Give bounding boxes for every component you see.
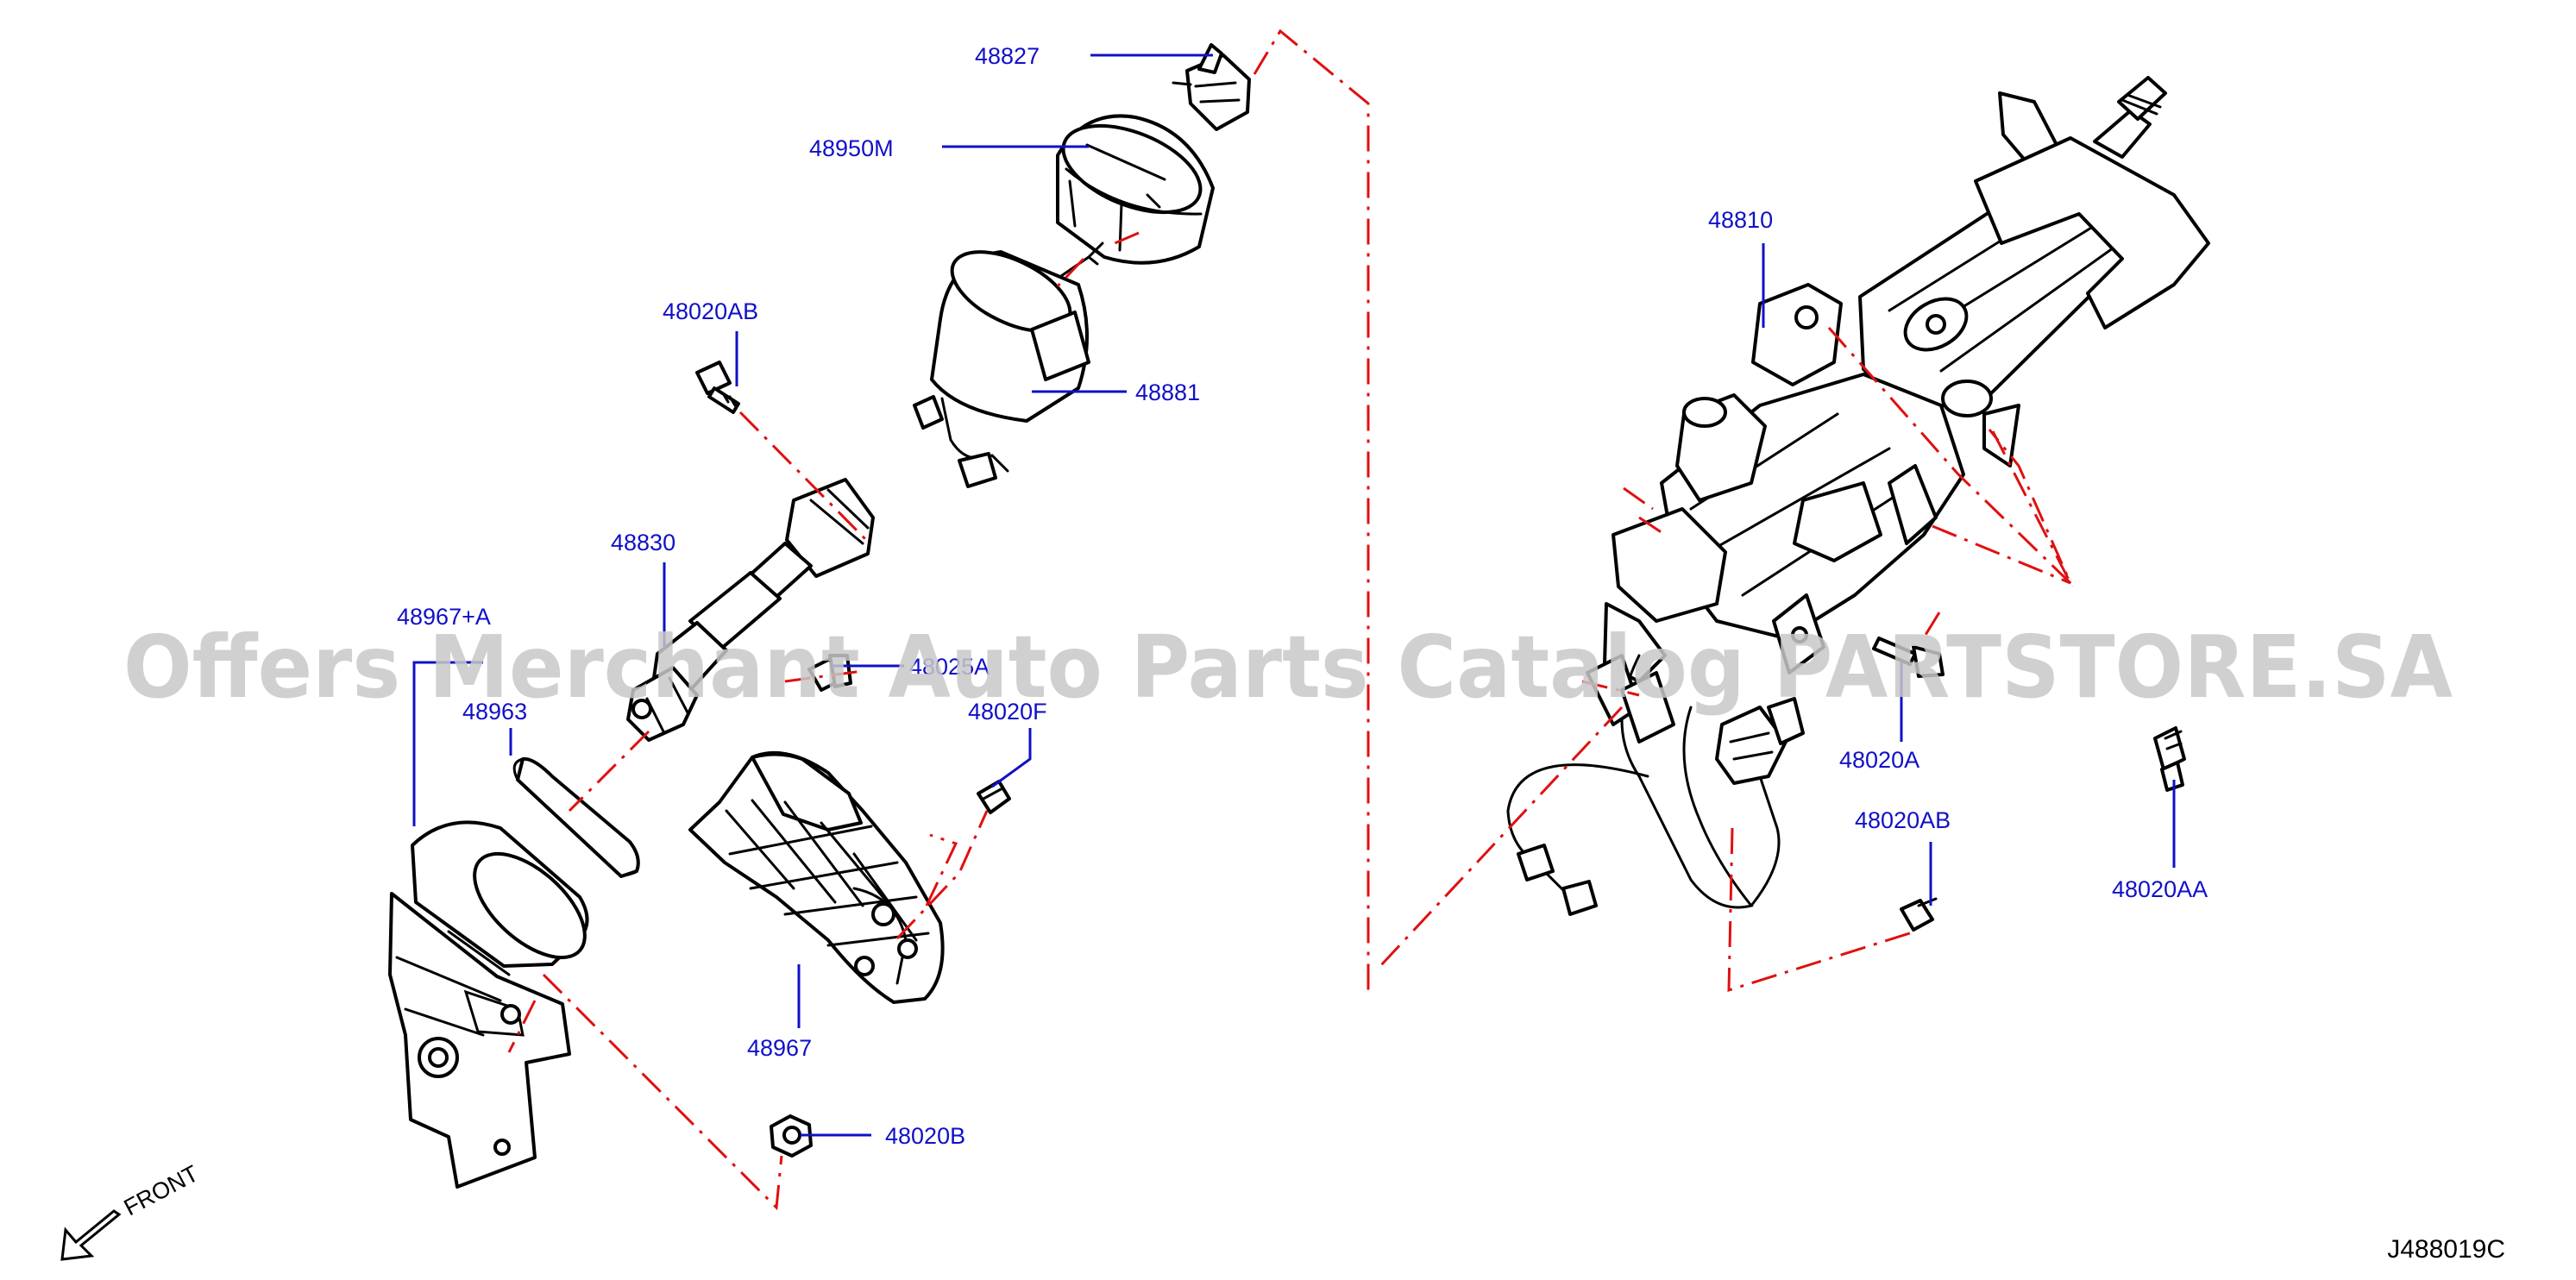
label-48025A: 48025A [909, 654, 990, 680]
part-48020B-nut [770, 1114, 813, 1158]
part-48020AB-bolt-right [1900, 897, 1938, 932]
part-48881-motor [913, 242, 1104, 488]
label-48020AB-right: 48020AB [1855, 807, 1951, 833]
label-48827: 48827 [975, 43, 1040, 69]
label-48810: 48810 [1708, 207, 1773, 233]
label-48020AB-top: 48020AB [663, 298, 758, 324]
front-indicator: FRONT [60, 1160, 203, 1261]
label-48967: 48967 [747, 1035, 812, 1061]
part-48963-ring [512, 756, 640, 878]
leader-48020F [991, 728, 1032, 788]
part-48967A-boot [388, 820, 589, 1189]
label-48020A: 48020A [1839, 747, 1919, 773]
label-48020B: 48020B [885, 1123, 965, 1149]
label-48950M: 48950M [809, 135, 894, 161]
steering-column-48810 [1379, 76, 2210, 993]
label-48020AA: 48020AA [2112, 876, 2208, 902]
part-48020AA-bolt [2153, 726, 2186, 792]
label-48963: 48963 [462, 699, 527, 725]
part-48950M-cover [1056, 114, 1215, 265]
label-48020F: 48020F [968, 699, 1047, 725]
label-48881: 48881 [1135, 380, 1200, 405]
part-48967-cover [688, 750, 945, 1004]
diagram-code: J488019C [2387, 1235, 2505, 1264]
part-labels: 48827 48950M 48020AB 48881 48830 48967+A… [397, 43, 2208, 1149]
front-arrow-icon [60, 1209, 122, 1261]
part-48830-shaft [626, 478, 875, 742]
exploded-assembly [388, 28, 1370, 1211]
front-label: FRONT [120, 1160, 203, 1220]
part-48020A-bolt [1872, 637, 1945, 678]
part-48020AB-bolt-top [695, 361, 740, 414]
part-48827-clip [1172, 43, 1251, 131]
watermark: Offers Merchant Auto Parts Catalog PARTS… [123, 617, 2453, 718]
label-48967A: 48967+A [397, 604, 491, 630]
label-48830: 48830 [611, 530, 675, 555]
leader-lines [412, 53, 2176, 1137]
leader-48967A [412, 661, 483, 826]
